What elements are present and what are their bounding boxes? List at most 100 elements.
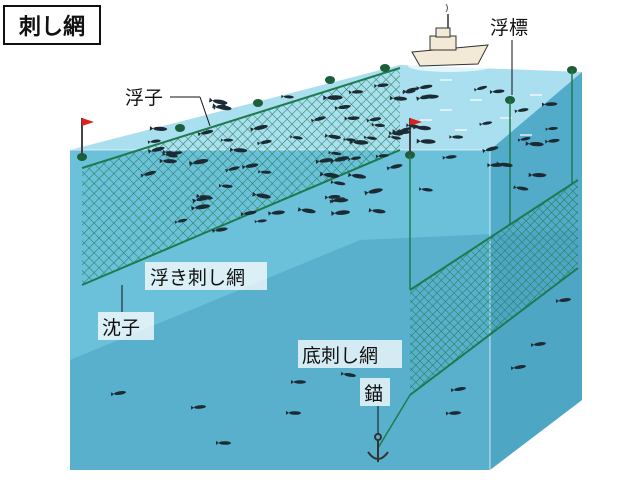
fish-icon [530,342,546,348]
fish-icon [418,187,433,192]
label-float: 浮子 [125,87,163,109]
float [325,76,335,84]
fish-icon [344,116,360,121]
fish-icon [281,94,294,99]
fish-icon [398,127,412,133]
fish-icon [225,166,240,173]
fish-icon [218,183,233,188]
fish-school [110,83,571,445]
fish-icon [331,210,350,216]
fish-icon [197,129,214,137]
label-sinker: 沈子 [102,317,140,339]
fish-icon [482,146,499,154]
fish-icon [315,158,333,165]
fish-icon [388,134,402,140]
fish-icon [241,163,259,170]
fish-icon [517,137,531,142]
fish-icon [449,135,464,139]
fish-icon [496,161,513,168]
float [380,64,390,72]
fish-icon [473,85,488,92]
bottom-net-bottom-line [409,267,579,396]
fish-icon [371,123,386,128]
fish-icon [479,121,493,127]
fish-icon [528,172,547,178]
fish-icon [555,298,571,304]
bottom-gillnet [410,180,578,395]
fish-icon [328,150,342,156]
fish-icon [450,387,466,393]
fish-icon [368,207,386,214]
fish-icon [252,191,271,199]
fish-icon [147,146,165,154]
fish-icon [366,117,382,123]
fish-icon [510,365,526,371]
fish-icon [140,170,157,178]
fish-icon [363,135,377,140]
float [253,99,263,107]
flag-icon [81,118,94,155]
float [175,124,185,132]
fish-icon [213,104,226,110]
surface-ripples [420,79,542,136]
fish-icon [389,95,408,101]
label-bg [360,378,390,406]
fish-icon [310,116,326,123]
fish-icon [250,124,268,132]
fish-icon [442,155,457,160]
fish-icon [386,164,403,171]
anchor-rope [377,394,411,449]
fish-icon [191,204,210,211]
fish-icon [190,405,206,410]
fish-icon [348,172,367,179]
diagram-title: 刺し網 [19,14,85,40]
fish-icon [147,139,161,144]
fish-icon [343,137,356,142]
fish-icon [220,138,234,142]
fish-icon [406,123,421,129]
fish-icon [330,180,346,186]
flag-icon [409,118,422,155]
fish-icon [174,218,188,225]
float-markers [77,64,577,161]
fish-icon [348,90,364,95]
fish-icon [416,94,434,101]
fish-icon [349,139,369,145]
fish-icon [323,95,343,101]
sinker-line [81,149,401,286]
fish-icon [257,139,272,146]
bottom-net-top-line [409,179,579,291]
fish-icon [258,170,272,174]
fish-icon [324,133,341,139]
title-box [3,5,101,45]
label-drift-gillnet: 浮き刺し網 [150,267,245,289]
fish-icon [374,83,389,89]
label-bg [98,312,154,340]
label-bg [298,340,402,368]
float [77,153,87,161]
fish-icon [289,135,303,140]
fishing-boat-icon [408,3,492,72]
label-marker-buoy: 浮標 [490,17,528,39]
label-anchor: 錨 [364,383,383,405]
fish-icon [329,197,345,204]
fish-icon [188,159,209,167]
fish-icon [208,97,228,105]
fish-icon [416,138,436,144]
fish-icon [364,188,383,196]
fish-icon [375,154,389,159]
label-bg [145,262,267,290]
fish-icon [402,90,416,95]
fish-icon [319,171,340,178]
fish-icon [334,105,351,111]
fish-icon [268,210,285,216]
fish-icon [215,440,231,445]
fish-icon [254,219,267,224]
drift-gillnet [82,68,400,285]
fish-icon [489,89,505,94]
fish-icon [285,410,301,415]
fish-icon [513,185,529,191]
fish-icon [290,380,306,385]
